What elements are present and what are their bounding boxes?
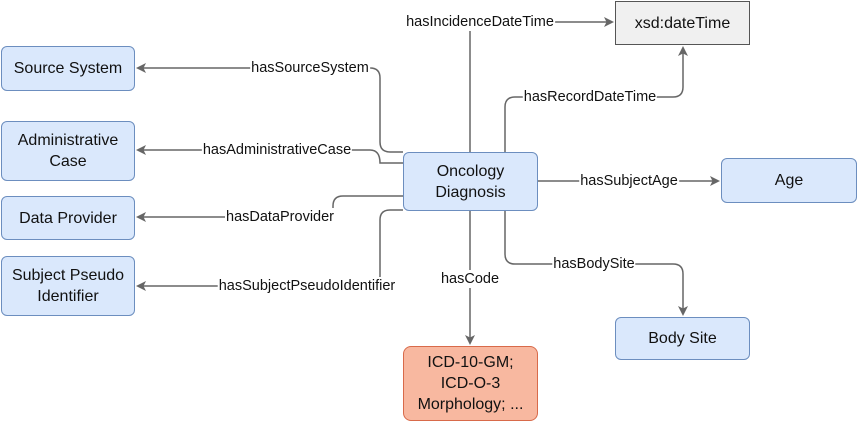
edge-has-source-system [136, 63, 403, 153]
edge-label-has-administrative-case: hasAdministrativeCase [201, 141, 353, 159]
node-age: Age [721, 158, 857, 203]
node-data-provider: Data Provider [1, 196, 135, 240]
node-oncology-diagnosis: Oncology Diagnosis [403, 152, 538, 211]
edge-label-has-subject-age: hasSubjectAge [579, 172, 679, 190]
edge-label-has-body-site: hasBodySite [552, 255, 636, 273]
edge-has-administrative-case [136, 145, 403, 164]
edge-label-has-record-date-time: hasRecordDateTime [522, 88, 658, 106]
node-xsd-datetime: xsd:dateTime [615, 1, 750, 45]
edge-label-has-source-system: hasSourceSystem [250, 59, 370, 77]
node-subject-pseudo-identifier: Subject Pseudo Identifier [1, 256, 135, 316]
node-administrative-case: Administrative Case [1, 121, 135, 181]
edge-label-has-code: hasCode [439, 270, 501, 288]
node-body-site: Body Site [615, 317, 750, 360]
edge-label-has-data-provider: hasDataProvider [225, 208, 335, 226]
edge-label-has-incidence-date-time: hasIncidenceDateTime [405, 13, 555, 31]
edge-has-incidence-date-time [469, 17, 614, 152]
node-code: ICD-10-GM; ICD-O-3 Morphology; ... [403, 346, 538, 421]
node-source-system: Source System [1, 46, 135, 91]
edge-label-has-subject-pseudo-identifier: hasSubjectPseudoIdentifier [217, 277, 397, 295]
